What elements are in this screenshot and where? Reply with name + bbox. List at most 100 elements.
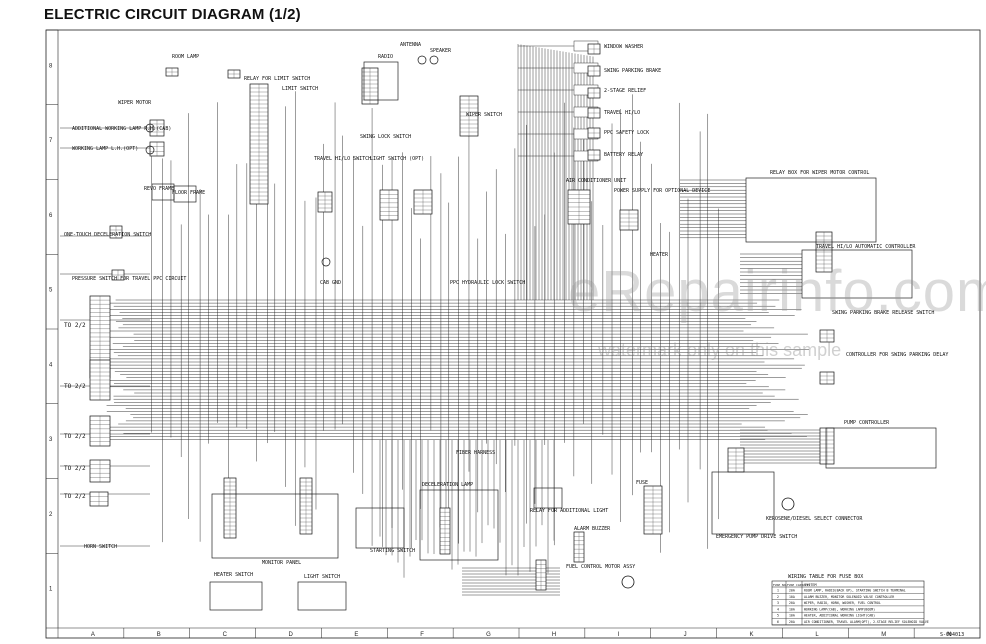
fuse-col-no: FUSE NO. <box>773 583 788 587</box>
monitor-panel-label: MONITOR PANEL <box>262 560 301 566</box>
alarm-buzzer-label: ALARM BUZZER <box>574 526 611 532</box>
to-2-2-label-5: TO 2/2 <box>64 493 86 500</box>
device-symbol <box>321 257 331 267</box>
fuse-table-cell: 20A <box>789 589 795 593</box>
grid-col-G: G <box>486 632 491 638</box>
fuse-table-cell: 10A <box>789 614 795 618</box>
wiper-switch-label: WIPER SWITCH <box>466 112 502 118</box>
to-2-2-label-3: TO 2/2 <box>64 433 86 440</box>
grid-col-I: I <box>618 632 620 638</box>
watermark-sub: watermark only on this sample <box>598 340 842 360</box>
page-title: ELECTRIC CIRCUIT DIAGRAM (1/2) <box>44 6 301 23</box>
fuse-table-cell: 10A <box>789 607 795 611</box>
fuse-label: FUSE <box>636 480 648 486</box>
window-washer-label: WINDOW WASHER <box>604 44 644 50</box>
grid-col-L: L <box>815 632 819 638</box>
fuse-table-cell: 6 <box>777 620 779 624</box>
relay-limit-label: RELAY FOR LIMIT SWITCH <box>244 76 310 82</box>
grid-col-N: N <box>947 632 951 638</box>
fuse-table-title: WIRING TABLE FOR FUSE BOX <box>788 574 863 580</box>
grid-col-H: H <box>552 632 556 638</box>
heater-label: HEATER <box>650 252 669 258</box>
ppc-lock-label: PPC HYDRAULIC LOCK SWITCH <box>450 280 525 286</box>
kerosene-label: KEROSENE/DIESEL SELECT CONNECTOR <box>766 516 863 522</box>
kerosene-connector-symbol <box>781 497 795 511</box>
fuse-table-cell: 20A <box>789 601 795 605</box>
device-symbol <box>145 123 155 133</box>
working-lamp-lh-label: WORKING LAMP L.H.(OPT) <box>72 146 138 152</box>
grid-col-K: K <box>750 632 754 638</box>
relay-box-wiper-label: RELAY BOX FOR WIPER MOTOR CONTROL <box>770 170 869 176</box>
fuse-table-cell: 5 <box>777 614 779 618</box>
wire-harness <box>60 40 826 596</box>
fuse-table-cell: 3 <box>777 601 779 605</box>
battery-relay-label: BATTERY RELAY <box>604 152 643 158</box>
room-lamp-label: ROOM LAMP <box>172 54 199 60</box>
fuse-table-cell: WIPER, RADIO, HORN, WASHER, FUEL CONTROL <box>804 601 881 605</box>
speaker-label: SPEAKER <box>430 48 452 54</box>
fuse-col-system: SYSTEM <box>804 583 817 587</box>
wiper-motor-label: WIPER MOTOR <box>118 100 152 106</box>
radio-label: RADIO <box>378 54 393 60</box>
one-touch-label: ONE-TOUCH DECELERATION SWITCH <box>64 232 151 238</box>
grid-row-4: 4 <box>49 362 53 368</box>
antenna-label: ANTENNA <box>400 42 421 48</box>
decel-lamp-label: DECELERATION LAMP <box>422 482 473 488</box>
grid-col-B: B <box>157 632 161 638</box>
cab-gnd-label: CAB GND <box>320 280 341 286</box>
fuse-table-cell: AIR CONDITIONER, TRAVEL ALARM(OPT), 2-ST… <box>804 620 929 624</box>
revo-frame-label: REVO FRAME <box>144 186 174 192</box>
fuel-control-label: FUEL CONTROL MOTOR ASSY <box>566 564 635 570</box>
device-symbol <box>429 55 439 65</box>
grid-col-C: C <box>223 632 228 638</box>
to-2-2-label-2: TO 2/2 <box>64 383 86 390</box>
swing-parking-brake-label: SWING PARKING BRAKE <box>604 68 661 74</box>
light-switch-label: LIGHT SWITCH <box>304 574 340 580</box>
emergency-pump-label: EMERGENCY PUMP DRIVE SWITCH <box>716 534 797 540</box>
fuse-table-cell: WORKING LAMP(CAB), WORKING LAMP(BOOM) <box>804 607 875 611</box>
fuse-table-cell: ALARM BUZZER, MONITOR SOLENOID VALVE CON… <box>804 595 894 599</box>
pressure-switch-label: PRESSURE SWITCH FOR TRAVEL PPC CIRCUIT <box>72 276 186 282</box>
fuse-table-cell: HEATER, ADDITIONAL WORKING LIGHT(CAB) <box>804 614 875 618</box>
fuse-table-cell: 20A <box>789 620 795 624</box>
grid-col-F: F <box>420 632 424 638</box>
fuse-wiring-table: WIRING TABLE FOR FUSE BOX FUSE NO. FUSE … <box>771 574 929 626</box>
watermark-main: eRepairinfo.com <box>568 259 986 324</box>
fuse-table-cell: 4 <box>777 607 779 611</box>
add-working-lamp-label: ADDITIONAL WORKING LAMP R.H.(CAB) <box>72 126 171 132</box>
fuse-table-cell: 1 <box>777 589 779 593</box>
grid-row-6: 6 <box>49 213 53 219</box>
power-supply-label: POWER SUPPLY FOR OPTIONAL DEVICE <box>614 188 710 194</box>
air-con-label: AIR CONDITIONER UNIT <box>566 178 626 184</box>
component-labels: ROOM LAMP RELAY FOR LIMIT SWITCH LIMIT S… <box>64 42 948 580</box>
fuse-table-cell: 10A <box>789 595 795 599</box>
travel-hi-lo-label: TRAVEL HI/LO SWITCH <box>314 156 371 162</box>
travel-hi-lo-sol-label: TRAVEL HI/LO <box>604 110 640 116</box>
horn-switch-label: HORN SWITCH <box>84 544 117 550</box>
two-stage-relief-label: 2-STAGE RELIEF <box>604 88 646 94</box>
floor-frame-label: FLOOR FRAME <box>172 190 205 196</box>
sheet-frame <box>45 29 981 639</box>
to-2-2-label-4: TO 2/2 <box>64 465 86 472</box>
grid-col-D: D <box>289 632 294 638</box>
fuel-motor-symbol <box>621 575 635 589</box>
swing-release-label: SWING PARKING BRAKE RELEASE SWITCH <box>832 310 934 316</box>
grid-col-J: J <box>684 632 687 638</box>
fuse-col-capacity: FUSE CAPACITY <box>787 583 811 587</box>
grid-col-E: E <box>354 632 358 638</box>
device-symbol <box>417 55 427 65</box>
limit-switch-label: LIMIT SWITCH <box>282 86 318 92</box>
fiber-harness-label: FIBER HARNESS <box>456 450 495 456</box>
fuse-table-cell: 2 <box>777 595 779 599</box>
swing-delay-label: CONTROLLER FOR SWING PARKING DELAY <box>846 352 948 358</box>
ppc-safety-lock-label: PPC SAFETY LOCK <box>604 130 649 136</box>
fuse-table-cell: ROOM LAMP, RADIO(BACK UP), STARTING SWIT… <box>804 589 906 593</box>
pump-controller-label: PUMP CONTROLLER <box>844 420 890 426</box>
grid-row-1: 1 <box>49 587 53 593</box>
starting-switch-label: STARTING SWITCH <box>370 548 415 554</box>
grid-col-A: A <box>91 632 95 638</box>
grid-row-2: 2 <box>49 512 53 518</box>
component-boxes <box>151 61 937 611</box>
